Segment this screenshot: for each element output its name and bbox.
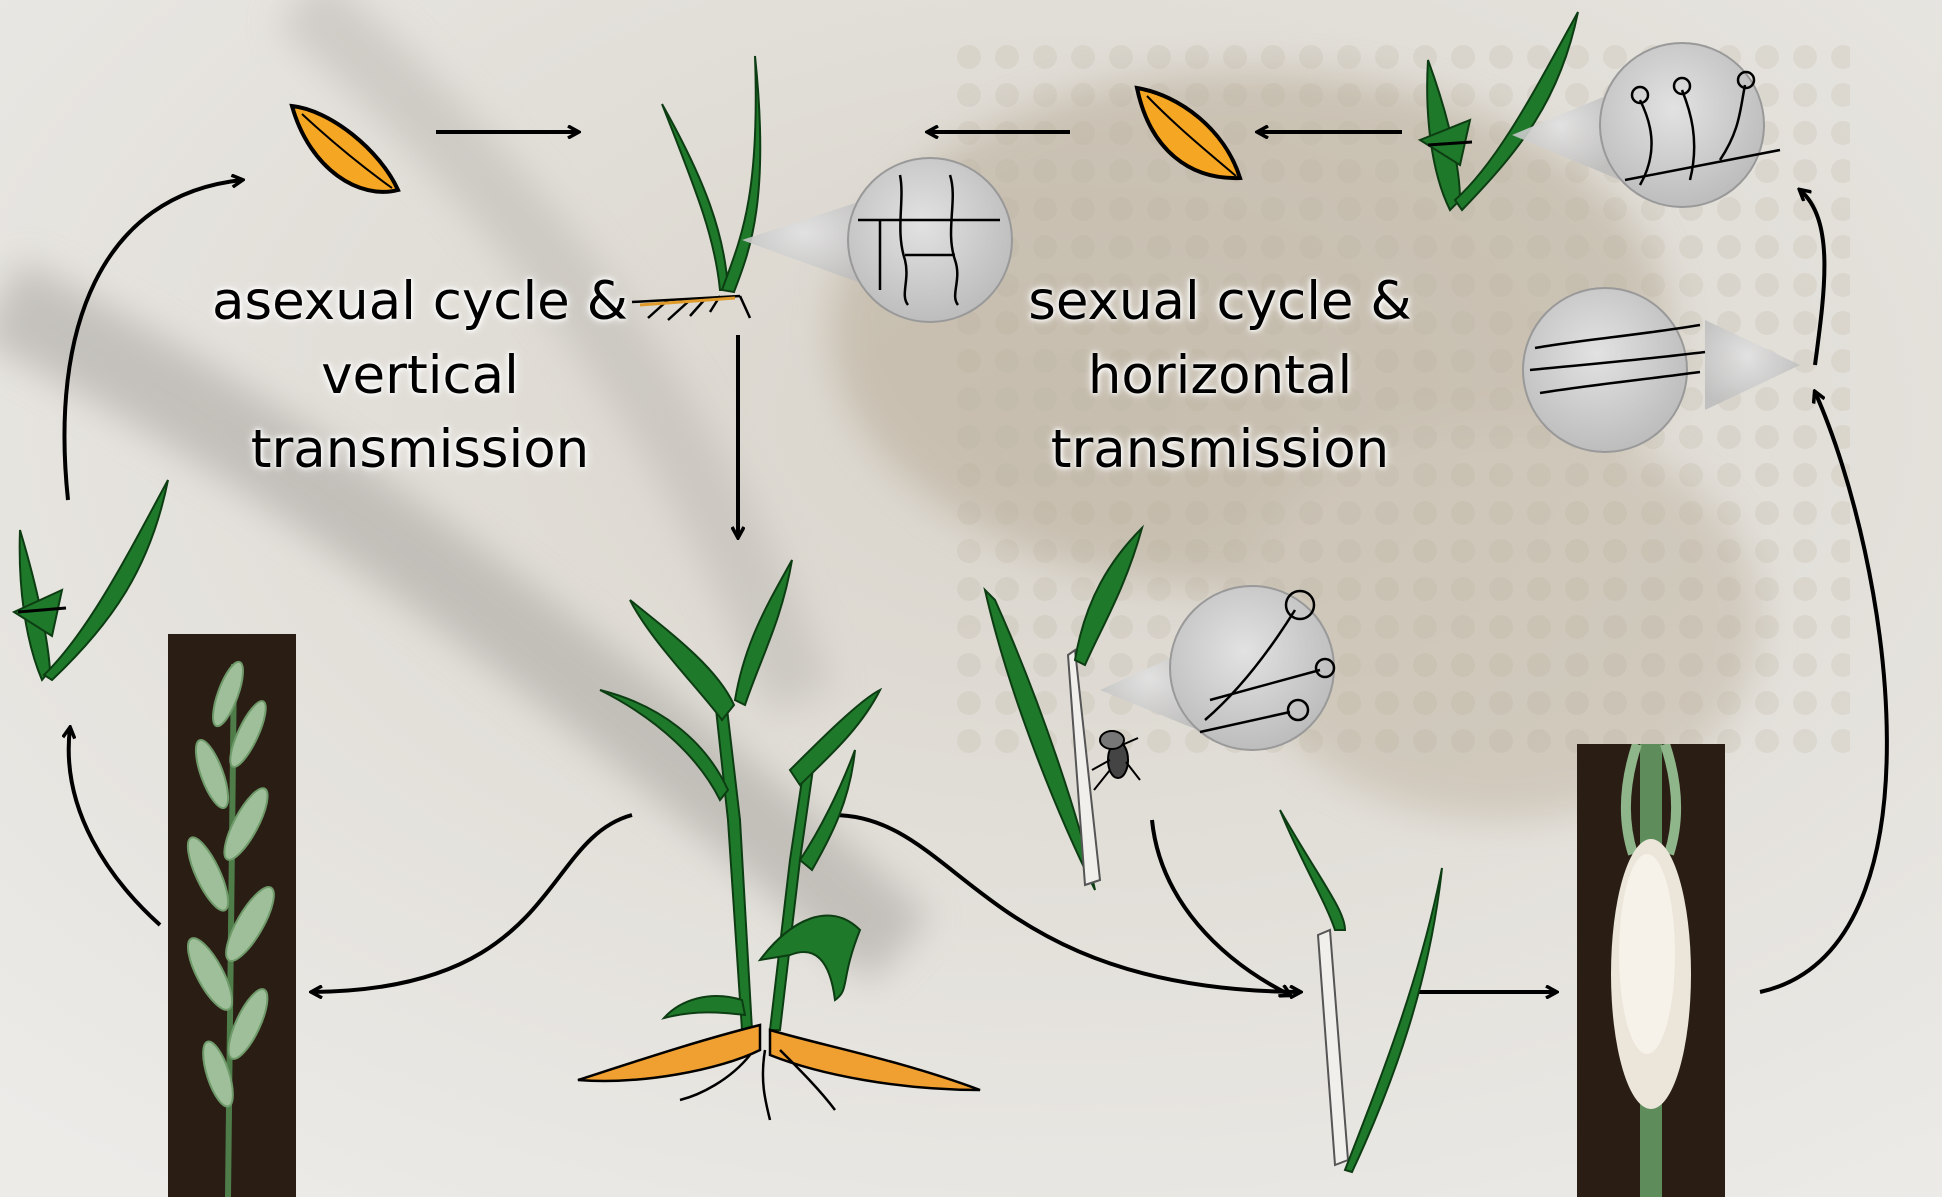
asexual-label-line-1: asexual cycle & bbox=[160, 265, 680, 339]
arrow-bubble-to-bubble bbox=[1800, 190, 1824, 365]
infected-tiller-icon bbox=[1280, 810, 1442, 1172]
infected-tiller-icon bbox=[1420, 12, 1578, 210]
infected-tiller-icon bbox=[14, 480, 168, 680]
conidia-bubble-icon bbox=[1100, 586, 1334, 750]
fly-icon bbox=[1092, 731, 1140, 790]
arrow-photo-to-spikelet bbox=[69, 728, 160, 925]
sexual-cycle-label: sexual cycle & horizontal transmission bbox=[970, 265, 1470, 487]
mycelium-bubble-icon bbox=[1523, 288, 1800, 452]
grass-plant-icon bbox=[600, 560, 880, 1030]
asexual-label-line-3: transmission bbox=[160, 413, 680, 487]
seed-icon bbox=[1137, 88, 1240, 178]
seed-icon bbox=[292, 106, 398, 192]
arrow-stroma-to-bubble bbox=[1760, 392, 1887, 992]
sexual-label-line-3: transmission bbox=[970, 413, 1470, 487]
sexual-label-line-2: horizontal bbox=[970, 339, 1470, 413]
arrow-fly-to-tiller bbox=[1152, 820, 1290, 995]
asexual-cycle-label: asexual cycle & vertical transmission bbox=[160, 265, 680, 487]
sexual-label-line-1: sexual cycle & bbox=[970, 265, 1470, 339]
infected-tiller-icon bbox=[985, 528, 1142, 890]
arrow-plant-to-photo bbox=[312, 815, 632, 992]
arrow-plant-to-tiller bbox=[833, 815, 1300, 992]
grass-roots-icon bbox=[578, 1025, 980, 1120]
asexual-label-line-2: vertical bbox=[160, 339, 680, 413]
